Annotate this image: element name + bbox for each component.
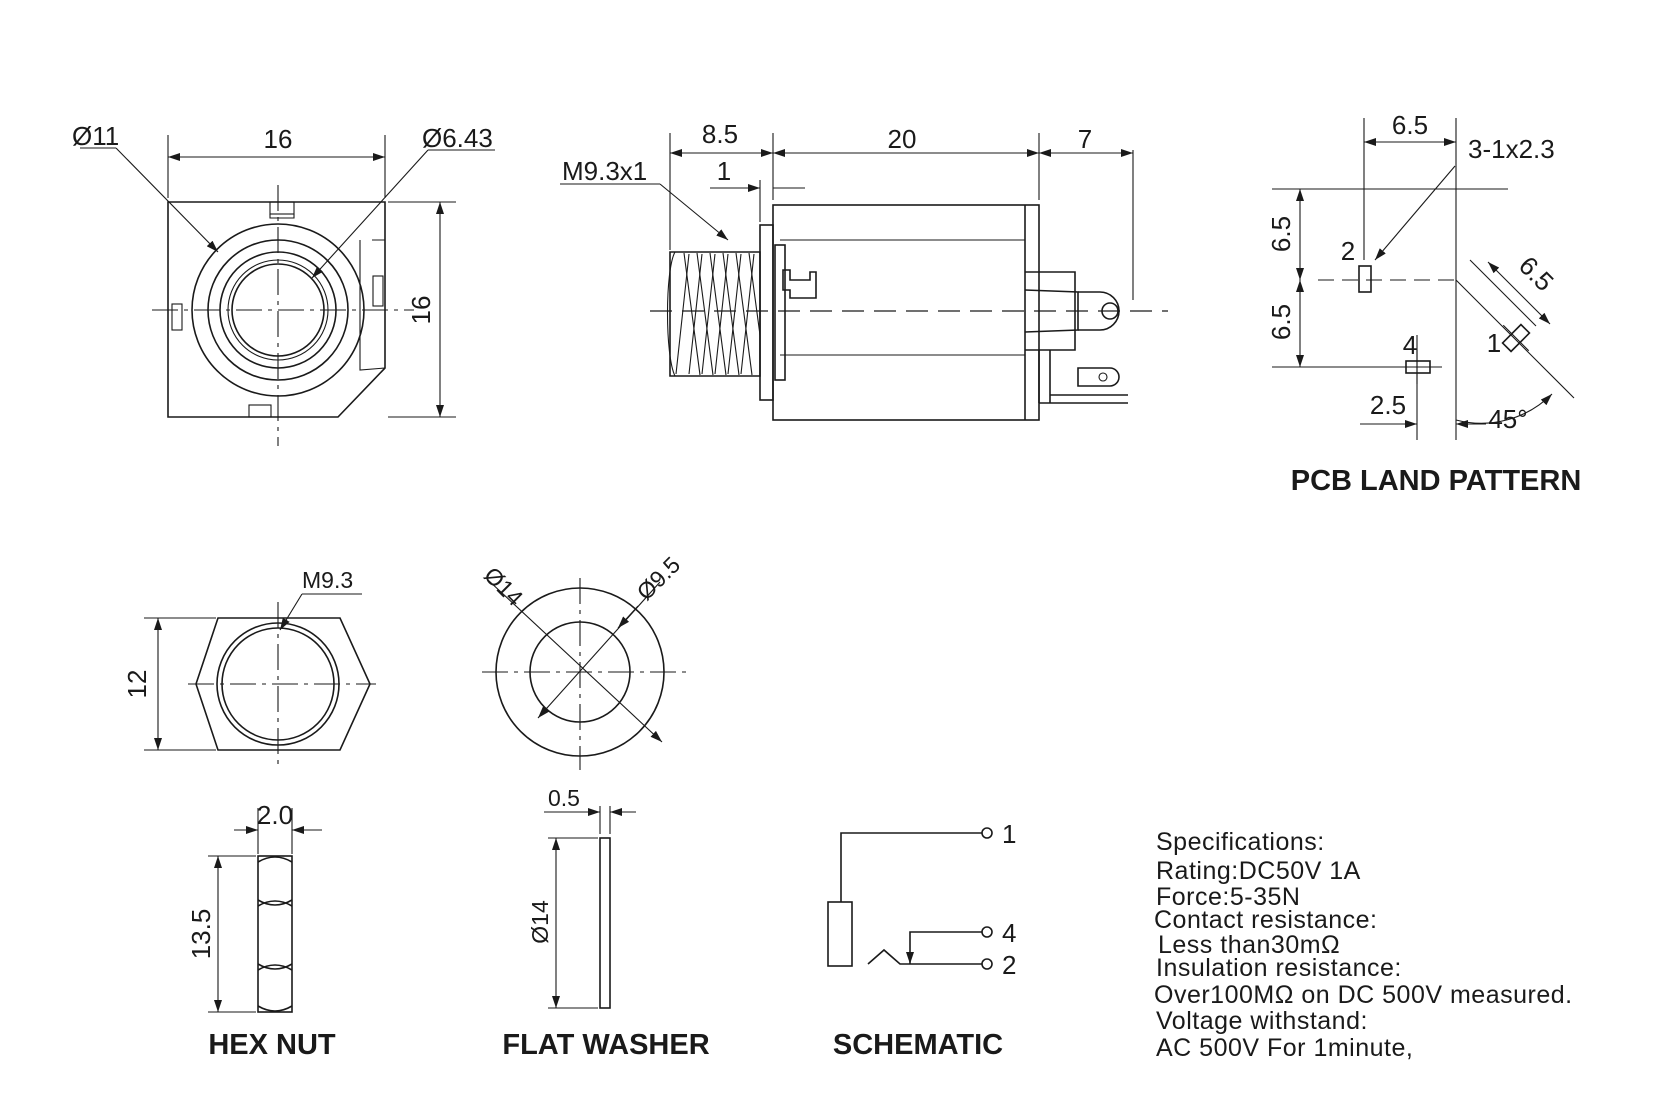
hex-nut-side-view: 2.0 13.5 HEX NUT: [186, 800, 336, 1061]
schematic-pin-1: [981, 827, 993, 839]
side-view: 8.5 20 7 1 M9.3x1: [560, 119, 1168, 421]
front-width-label: 16: [264, 124, 293, 154]
pcb-pin1-label: 1: [1487, 328, 1501, 358]
side-body-length-label: 20: [888, 124, 917, 154]
spec-line: Rating:DC50V 1A: [1156, 857, 1361, 885]
washer-side-dia-label: Ø14: [527, 900, 553, 944]
pcb-pin4-label: 4: [1403, 330, 1417, 360]
pcb-pad-1: [1501, 323, 1531, 353]
side-thread: [669, 251, 761, 377]
pcb-diag-dim-label: 6.5: [1513, 250, 1560, 297]
pcb-pad-2: [1358, 265, 1372, 293]
schematic-pin-2: [981, 958, 993, 970]
side-thread-label: M9.3x1: [562, 156, 647, 186]
pcb-pin2-label: 2: [1341, 236, 1355, 266]
spec-line: AC 500V For 1minute,: [1156, 1034, 1413, 1062]
front-body-outline: [167, 201, 386, 418]
front-outer-dia-label: Ø11: [72, 121, 119, 151]
side-thread-length-label: 8.5: [702, 119, 738, 149]
hex-nut-side-height-label: 13.5: [186, 909, 216, 960]
spec-line: Force:5-35N: [1156, 883, 1300, 911]
washer-outer-dia-label: Ø14: [479, 562, 528, 611]
spec-line: Voltage withstand:: [1156, 1007, 1368, 1035]
pcb-lower-dim-label: 6.5: [1266, 304, 1296, 340]
washer-side-outline: [599, 837, 611, 1009]
washer-inner-dia-label: Ø9.5: [632, 552, 686, 606]
front-height-label: 16: [406, 296, 436, 325]
side-body: [772, 204, 1040, 421]
spec-line: Specifications:: [1156, 828, 1325, 856]
spec-line: Over100MΩ on DC 500V measured.: [1154, 981, 1573, 1009]
spec-line: Insulation resistance:: [1156, 954, 1402, 982]
side-terminal-length-label: 7: [1078, 124, 1092, 154]
schematic-sleeve: [827, 901, 853, 967]
pcb-slot-label: 3-1x2.3: [1468, 134, 1555, 164]
pcb-bottom-dim-label: 2.5: [1370, 390, 1406, 420]
schematic-caption: SCHEMATIC: [833, 1029, 1003, 1061]
schematic-pin4-label: 4: [1002, 918, 1016, 948]
schematic-view: 1 4 2 SCHEMATIC: [827, 819, 1016, 1061]
pcb-angle-label: 45°: [1488, 404, 1527, 434]
pcb-title: PCB LAND PATTERN: [1291, 465, 1582, 497]
washer-face-view: Ø14 Ø9.5: [479, 552, 688, 770]
hex-nut-side-outline: [257, 855, 293, 1013]
schematic-pin-4: [981, 926, 993, 938]
front-view: 16 16 Ø11 Ø6.43: [72, 121, 495, 446]
washer-side-view: 0.5 Ø14 FLAT WASHER: [502, 785, 709, 1061]
spec-line: Less than30mΩ: [1158, 931, 1340, 959]
washer-caption: FLAT WASHER: [502, 1029, 709, 1061]
pcb-upper-dim-label: 6.5: [1266, 216, 1296, 252]
side-flange-label: 1: [717, 156, 731, 186]
hex-nut-thickness-label: 2.0: [257, 800, 293, 830]
washer-thickness-label: 0.5: [548, 785, 580, 811]
hex-nut-height-label: 12: [122, 670, 152, 699]
spec-line: Contact resistance:: [1154, 906, 1378, 934]
schematic-pin2-label: 2: [1002, 950, 1016, 980]
front-inner-dia-label: Ø6.43: [422, 123, 493, 153]
pcb-land-pattern: 6.5 6.5 6.5 3-1x2.3 2 4 1 6.5 2.5 45°: [1266, 110, 1581, 497]
hex-nut-thread-label: M9.3: [302, 567, 353, 593]
hex-nut-face-view: 12 M9.3: [122, 567, 376, 766]
schematic-pin1-label: 1: [1002, 819, 1016, 849]
specifications: Specifications: Rating:DC50V 1A Force:5-…: [1154, 828, 1573, 1062]
pcb-top-dim-label: 6.5: [1392, 110, 1428, 140]
hex-nut-caption: HEX NUT: [208, 1029, 336, 1061]
